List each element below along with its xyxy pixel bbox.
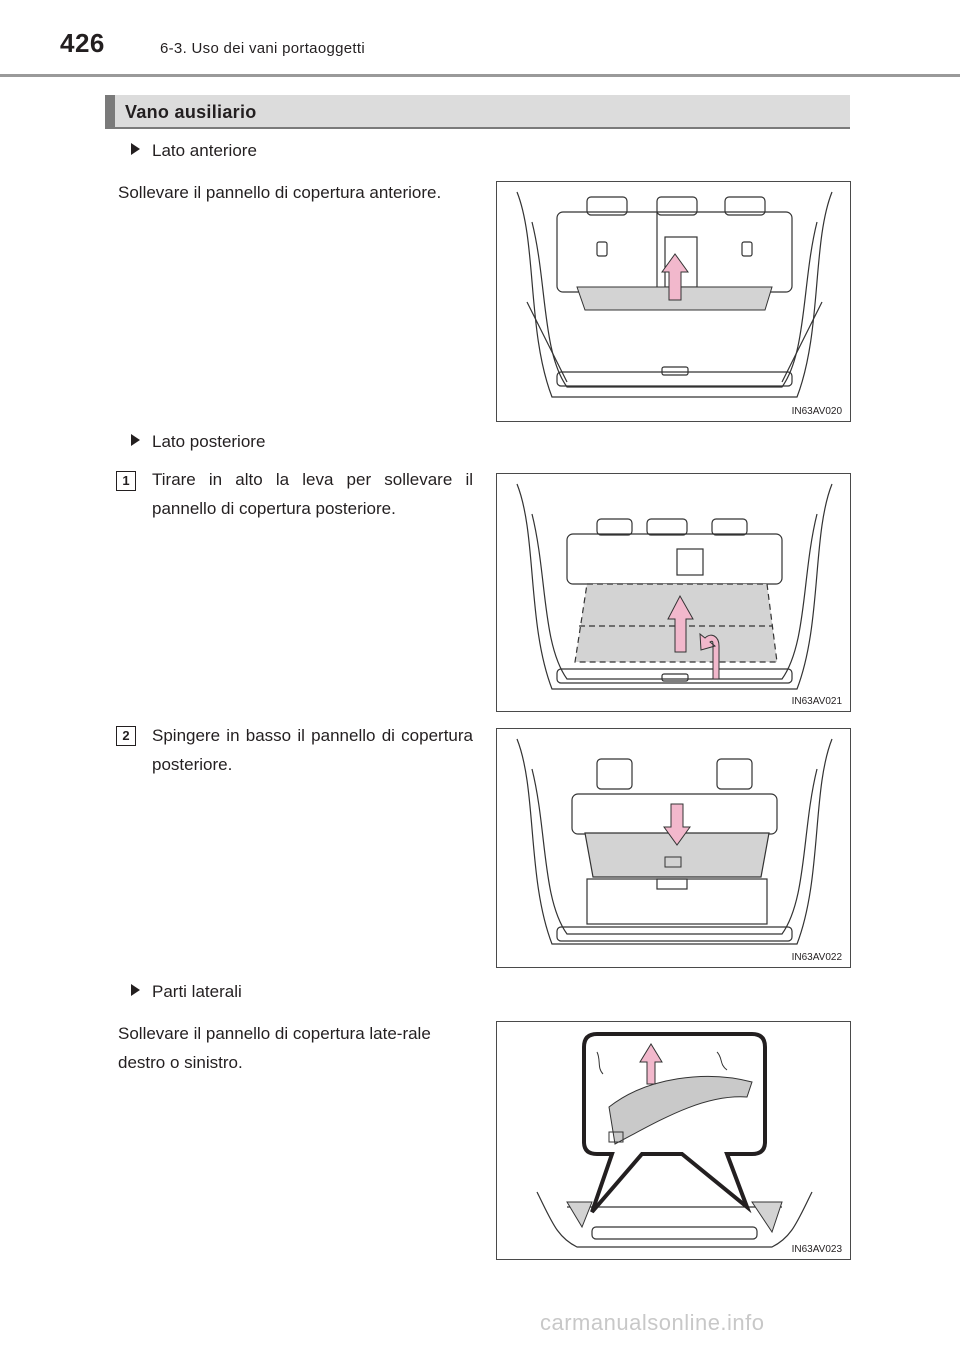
figure-code: IN63AV023 — [791, 1244, 842, 1255]
subheading-sides-label: Parti laterali — [152, 982, 242, 1001]
figure-code: IN63AV020 — [791, 406, 842, 417]
paragraph-step-2: Spingere in basso il pannello di copertu… — [152, 726, 473, 774]
paragraph-step-1: Tirare in alto la leva per sollevare il … — [152, 470, 473, 518]
trunk-illustration-rear-push — [516, 738, 833, 945]
subheading-rear: Lato posteriore — [131, 432, 265, 452]
figure-step-2: IN63AV022 — [496, 728, 851, 968]
trunk-illustration-sides — [536, 1032, 813, 1248]
triangle-bullet-icon — [131, 143, 140, 155]
chapter-title: 6-3. Uso dei vani portaoggetti — [160, 40, 365, 57]
figure-code: IN63AV022 — [791, 952, 842, 963]
figure-front-panel: IN63AV020 — [496, 181, 851, 422]
trunk-illustration-front — [516, 191, 833, 398]
section-heading: Vano ausiliario — [105, 95, 850, 129]
page-number: 426 — [60, 28, 105, 58]
header-divider — [0, 74, 960, 77]
step-badge-2: 2 — [116, 726, 136, 746]
subheading-sides: Parti laterali — [131, 982, 242, 1002]
subheading-rear-label: Lato posteriore — [152, 432, 266, 451]
figure-code: IN63AV021 — [791, 696, 842, 707]
subheading-front: Lato anteriore — [131, 141, 257, 161]
subheading-front-label: Lato anteriore — [152, 141, 257, 160]
figure-step-1: IN63AV021 — [496, 473, 851, 712]
trunk-illustration-rear-lift — [516, 483, 833, 690]
figure-sides: IN63AV023 — [496, 1021, 851, 1260]
paragraph-sides: Sollevare il pannello di copertura late-… — [118, 1024, 431, 1072]
section-accent — [105, 95, 115, 127]
triangle-bullet-icon — [131, 984, 140, 996]
step-badge-1: 1 — [116, 471, 136, 491]
section-title: Vano ausiliario — [125, 102, 257, 122]
paragraph-front: Sollevare il pannello di copertura anter… — [118, 183, 442, 202]
watermark: carmanualsonline.info — [540, 1310, 765, 1335]
triangle-bullet-icon — [131, 434, 140, 446]
